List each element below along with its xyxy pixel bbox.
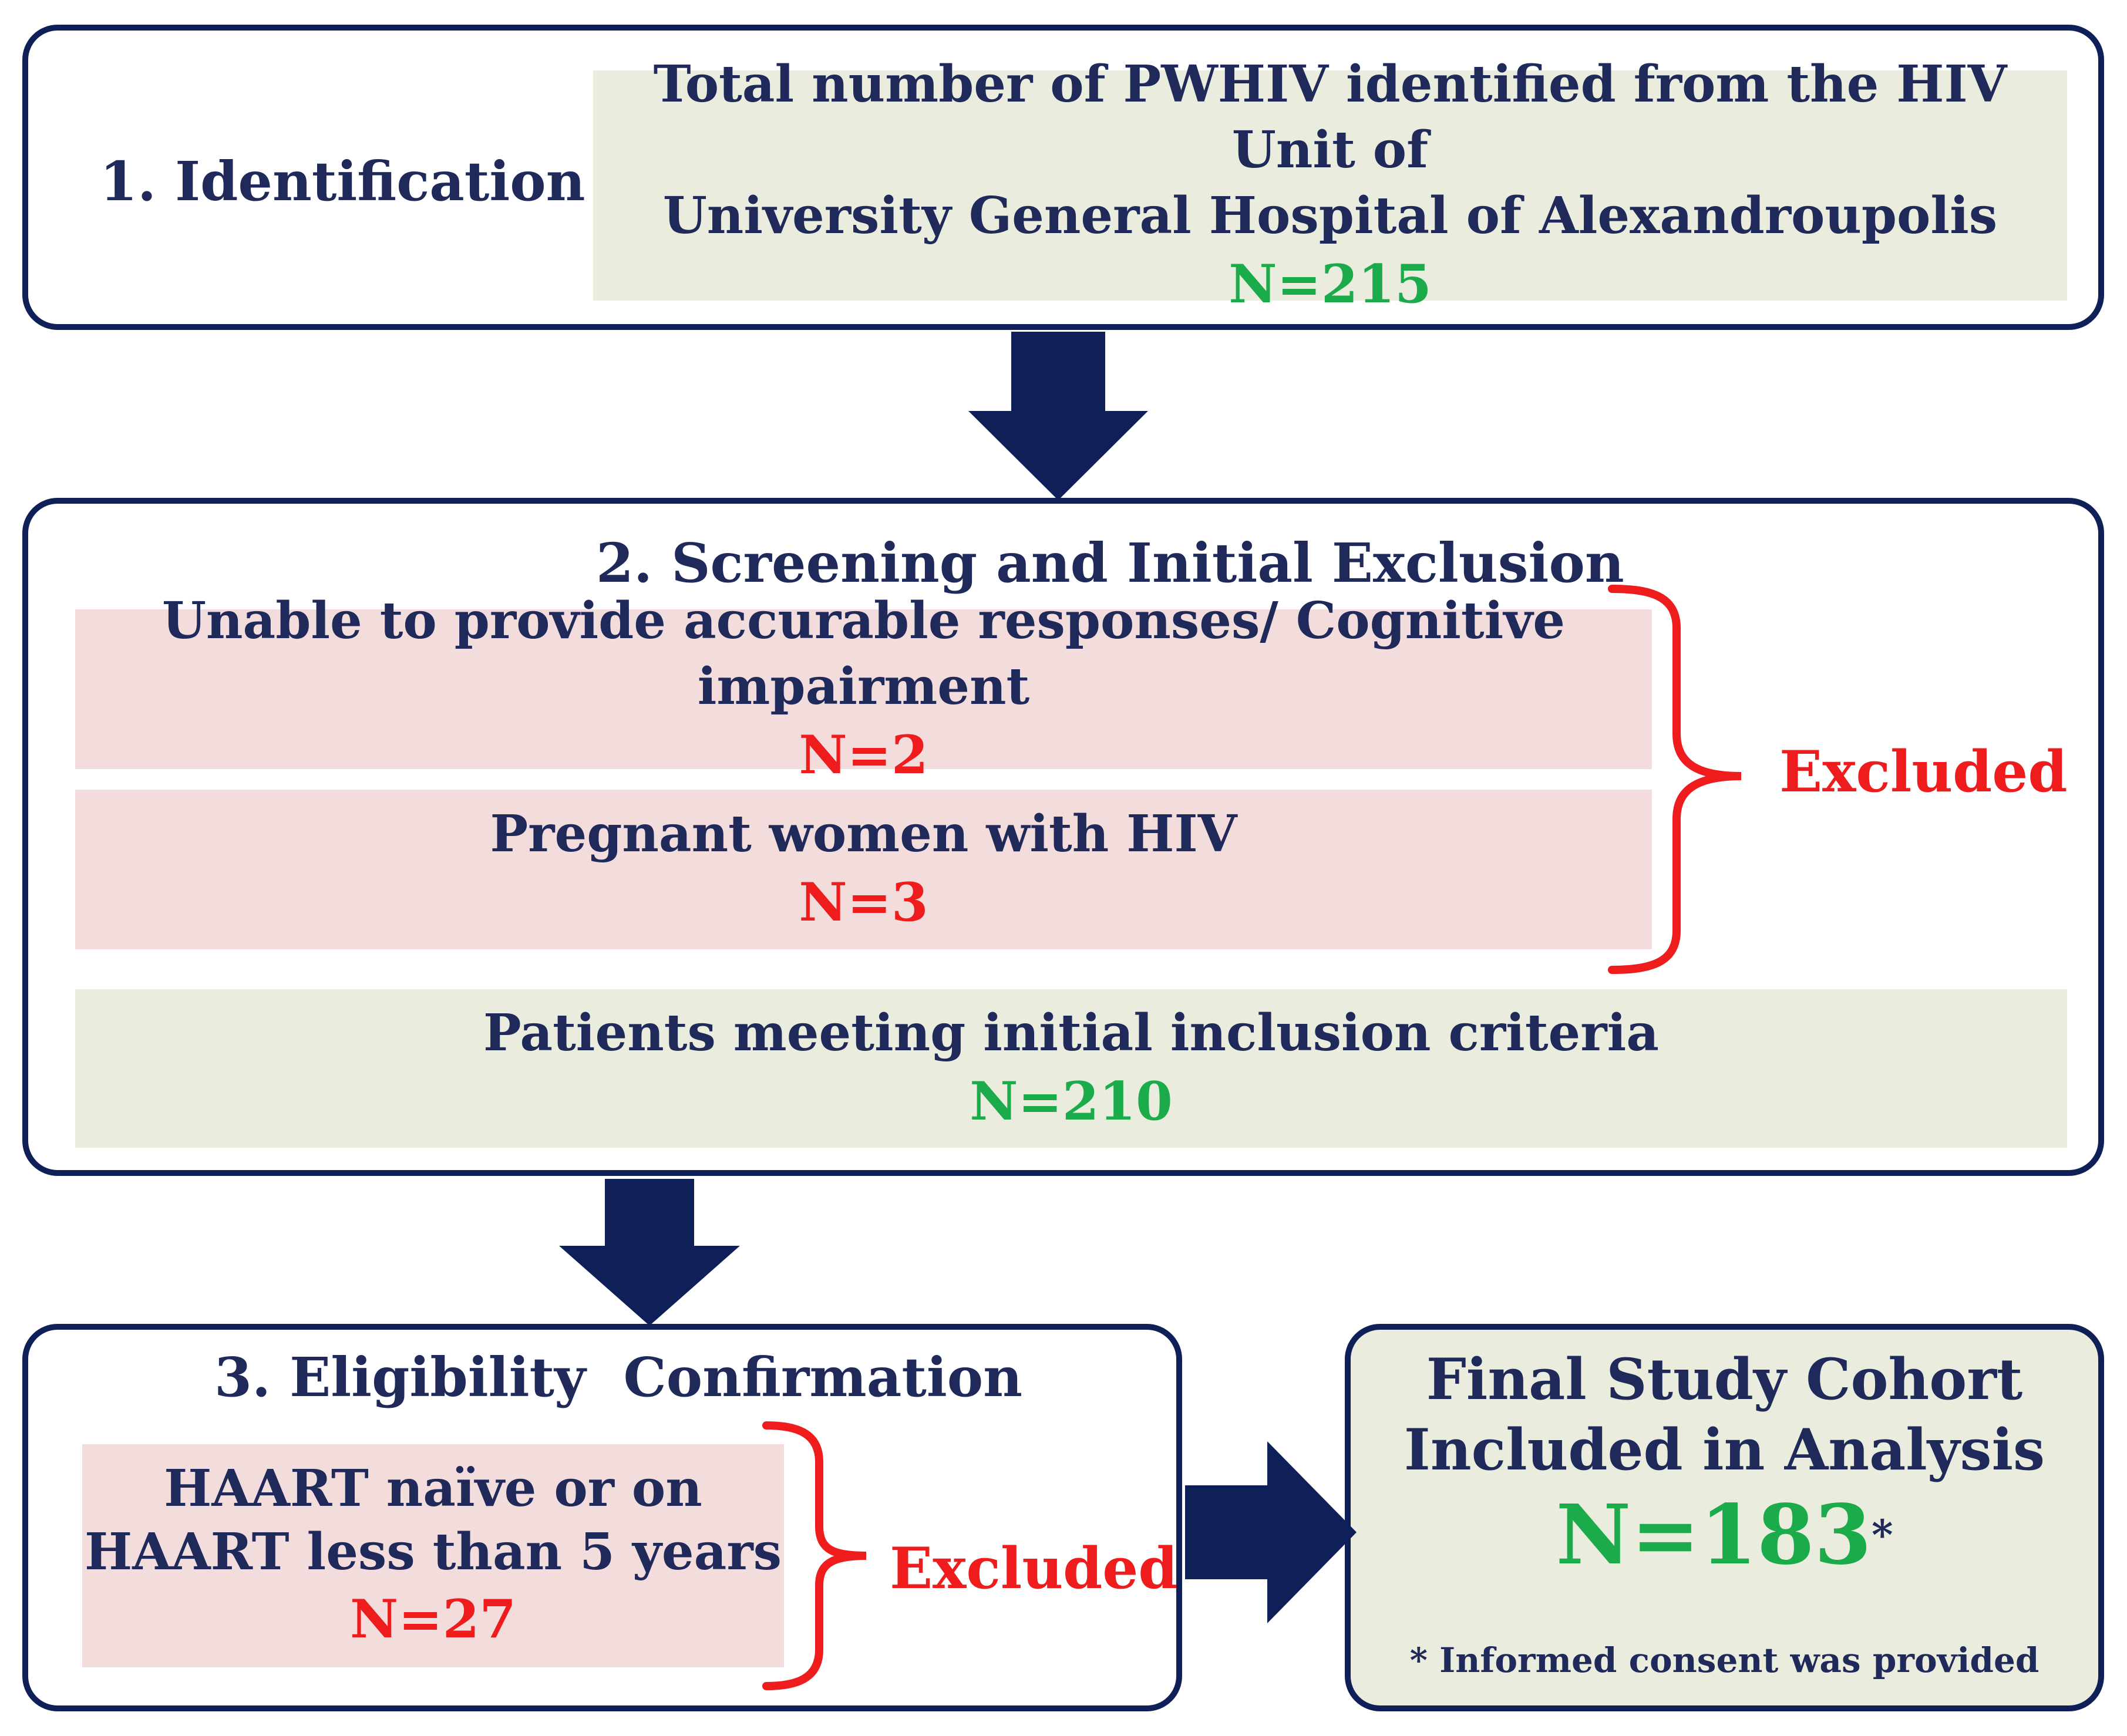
eligibility-exclusion-brace [762, 1421, 867, 1690]
final-cohort-content: Final Study Cohort Included in Analysis … [1351, 1344, 2098, 1703]
exclusion-haart-box: HAART naïve or on HAART less than 5 year… [82, 1444, 784, 1667]
screening-exclusion-brace [1608, 585, 1742, 974]
identification-label: 1. Identification [100, 150, 585, 213]
final-cohort-title-line1: Final Study Cohort [1426, 1346, 2023, 1413]
initial-inclusion-label: Patients meeting initial inclusion crite… [483, 1003, 1659, 1063]
exclusion-haart-line1: HAART naïve or on [164, 1459, 702, 1518]
arrow-down-2 [559, 1179, 740, 1326]
screening-excluded-label: Excluded [1779, 739, 2068, 805]
final-cohort-footnote: * Informed consent was provided [1409, 1640, 2040, 1680]
final-cohort-panel [1345, 1324, 2104, 1711]
final-cohort-asterisk: * [1871, 1511, 1893, 1559]
initial-inclusion-box: Patients meeting initial inclusion crite… [75, 989, 2067, 1148]
initial-inclusion-count: N=210 [970, 1070, 1173, 1132]
final-cohort-title-line2: Included in Analysis [1404, 1417, 2045, 1483]
exclusion-pregnant-box: Pregnant women with HIV N=3 [75, 790, 1652, 949]
screening-title: 2. Screening and Initial Exclusion [596, 531, 1624, 595]
arrow-down-1 [968, 332, 1148, 500]
exclusion-cognitive-count: N=2 [799, 724, 928, 786]
identification-box-line1: Total number of PWHIV identified from th… [653, 55, 2007, 180]
final-cohort-count: N=183 [1556, 1487, 1872, 1583]
exclusion-haart-line2: HAART less than 5 years [84, 1522, 782, 1582]
identification-box: Total number of PWHIV identified from th… [593, 55, 2067, 315]
exclusion-pregnant-count: N=3 [799, 871, 928, 933]
identification-box-line2: University General Hospital of Alexandro… [662, 186, 1998, 245]
exclusion-cognitive-label: Unable to provide accurable responses/ C… [161, 591, 1566, 716]
eligibility-excluded-label: Excluded [890, 1535, 1178, 1602]
final-cohort-count-row: N=183* [1556, 1485, 1893, 1610]
exclusion-haart-count: N=27 [350, 1588, 516, 1650]
exclusion-cognitive-box: Unable to provide accurable responses/ C… [75, 591, 1652, 786]
arrow-right [1185, 1441, 1357, 1623]
exclusion-pregnant-label: Pregnant women with HIV [490, 804, 1237, 864]
identification-count: N=215 [1229, 253, 1432, 315]
eligibility-title: 3. Eligibility Confirmation [214, 1346, 1023, 1409]
